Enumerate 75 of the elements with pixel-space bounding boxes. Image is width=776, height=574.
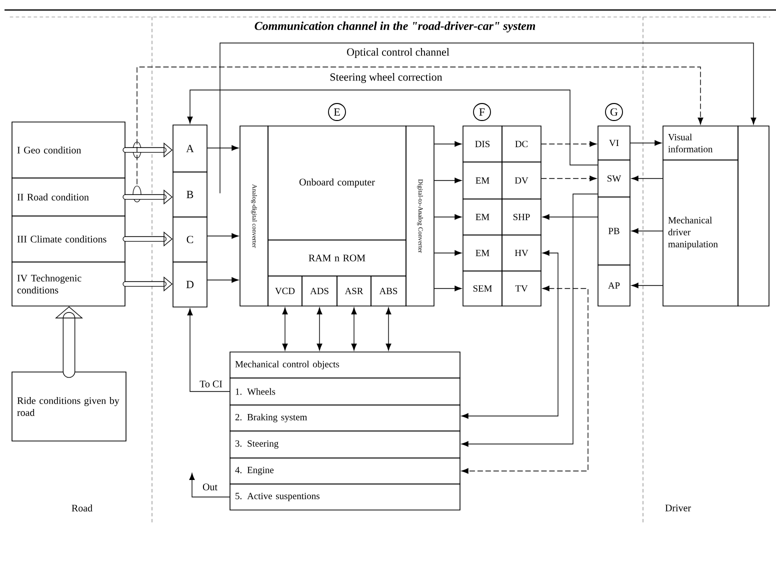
arrow — [462, 194, 598, 447]
channel-label: Optical control channel — [347, 48, 450, 58]
control-cell: PB — [598, 196, 630, 266]
arrow — [541, 141, 597, 147]
arrow — [462, 286, 588, 474]
condition-box: II Road condition — [12, 178, 126, 216]
signal-cell: EM — [462, 234, 502, 272]
driver-box: Mechanical driver manipulation — [662, 160, 738, 306]
condition-box: I Geo condition — [12, 122, 126, 178]
circled-letter: E — [328, 103, 346, 121]
arrow — [462, 250, 558, 419]
module-cell: ASR — [336, 276, 372, 306]
arrow — [632, 282, 663, 288]
signal-cell: SEM — [462, 270, 502, 306]
arrow — [541, 176, 597, 182]
object-row: 4. Engine — [230, 458, 460, 484]
arrow — [632, 228, 663, 234]
region-label: Driver — [665, 504, 691, 512]
control-cell: VI — [598, 126, 630, 160]
condition-box: IV Technogenic conditions — [12, 262, 126, 306]
computer-box: Onboard computer — [268, 126, 406, 240]
circled-letter: F — [473, 103, 491, 121]
control-cell: AP — [598, 264, 630, 306]
arrow — [189, 473, 230, 498]
edge-label: Out — [202, 482, 218, 492]
strip-box — [738, 126, 770, 306]
signal-cell: DV — [502, 162, 542, 200]
arrow — [282, 307, 288, 350]
signal-cell: EM — [462, 162, 502, 200]
region-label: Road — [72, 504, 92, 512]
channel-label: Steering wheel correction — [330, 73, 442, 83]
module-cell: ADS — [302, 276, 338, 306]
signal-cell: DC — [502, 126, 542, 162]
ride-conditions-box: Ride conditions given by road — [12, 372, 126, 442]
signal-cell: TV — [502, 270, 542, 306]
arrow — [434, 141, 462, 147]
input-block: D — [172, 262, 208, 308]
title: Communication channel in the "road-driver-car" system — [254, 22, 536, 32]
arrow — [351, 307, 357, 350]
arrow — [434, 178, 462, 184]
object-row: Mechanical control objects — [230, 352, 460, 378]
arrow — [207, 145, 239, 151]
arrow — [632, 176, 663, 182]
condition-box: III Climate conditions — [12, 216, 126, 262]
object-row: 1. Wheels — [230, 378, 460, 406]
control-cell: SW — [598, 160, 630, 198]
signal-cell: HV — [502, 234, 542, 272]
signal-cell: EM — [462, 198, 502, 236]
arrow — [187, 308, 230, 392]
circled-letter: G — [605, 103, 623, 121]
arrow — [136, 66, 704, 184]
module-cell: VCD — [268, 276, 302, 306]
input-block: B — [172, 172, 208, 218]
signal-cell: SHP — [502, 198, 542, 236]
driver-box: Visual information — [662, 126, 738, 160]
arrow — [386, 307, 392, 350]
signal-cell: DIS — [462, 126, 502, 162]
object-row: 2. Braking system — [230, 404, 460, 432]
arrow — [434, 214, 462, 220]
module-cell: ABS — [370, 276, 406, 306]
arrow — [316, 307, 322, 350]
arrow — [220, 42, 756, 194]
arrow — [542, 214, 598, 220]
arrow — [434, 286, 462, 292]
input-block: C — [172, 216, 208, 262]
input-block: A — [172, 124, 208, 172]
memory-box: RAM n ROM — [268, 240, 406, 276]
arrow — [434, 250, 462, 256]
edge-label: To CI — [198, 380, 224, 388]
object-row: 5. Active suspentions — [230, 484, 460, 510]
arrow — [207, 233, 239, 239]
object-row: 3. Steering — [230, 430, 460, 458]
arrow — [207, 277, 239, 283]
arrow — [187, 90, 598, 166]
arrow — [630, 140, 662, 146]
